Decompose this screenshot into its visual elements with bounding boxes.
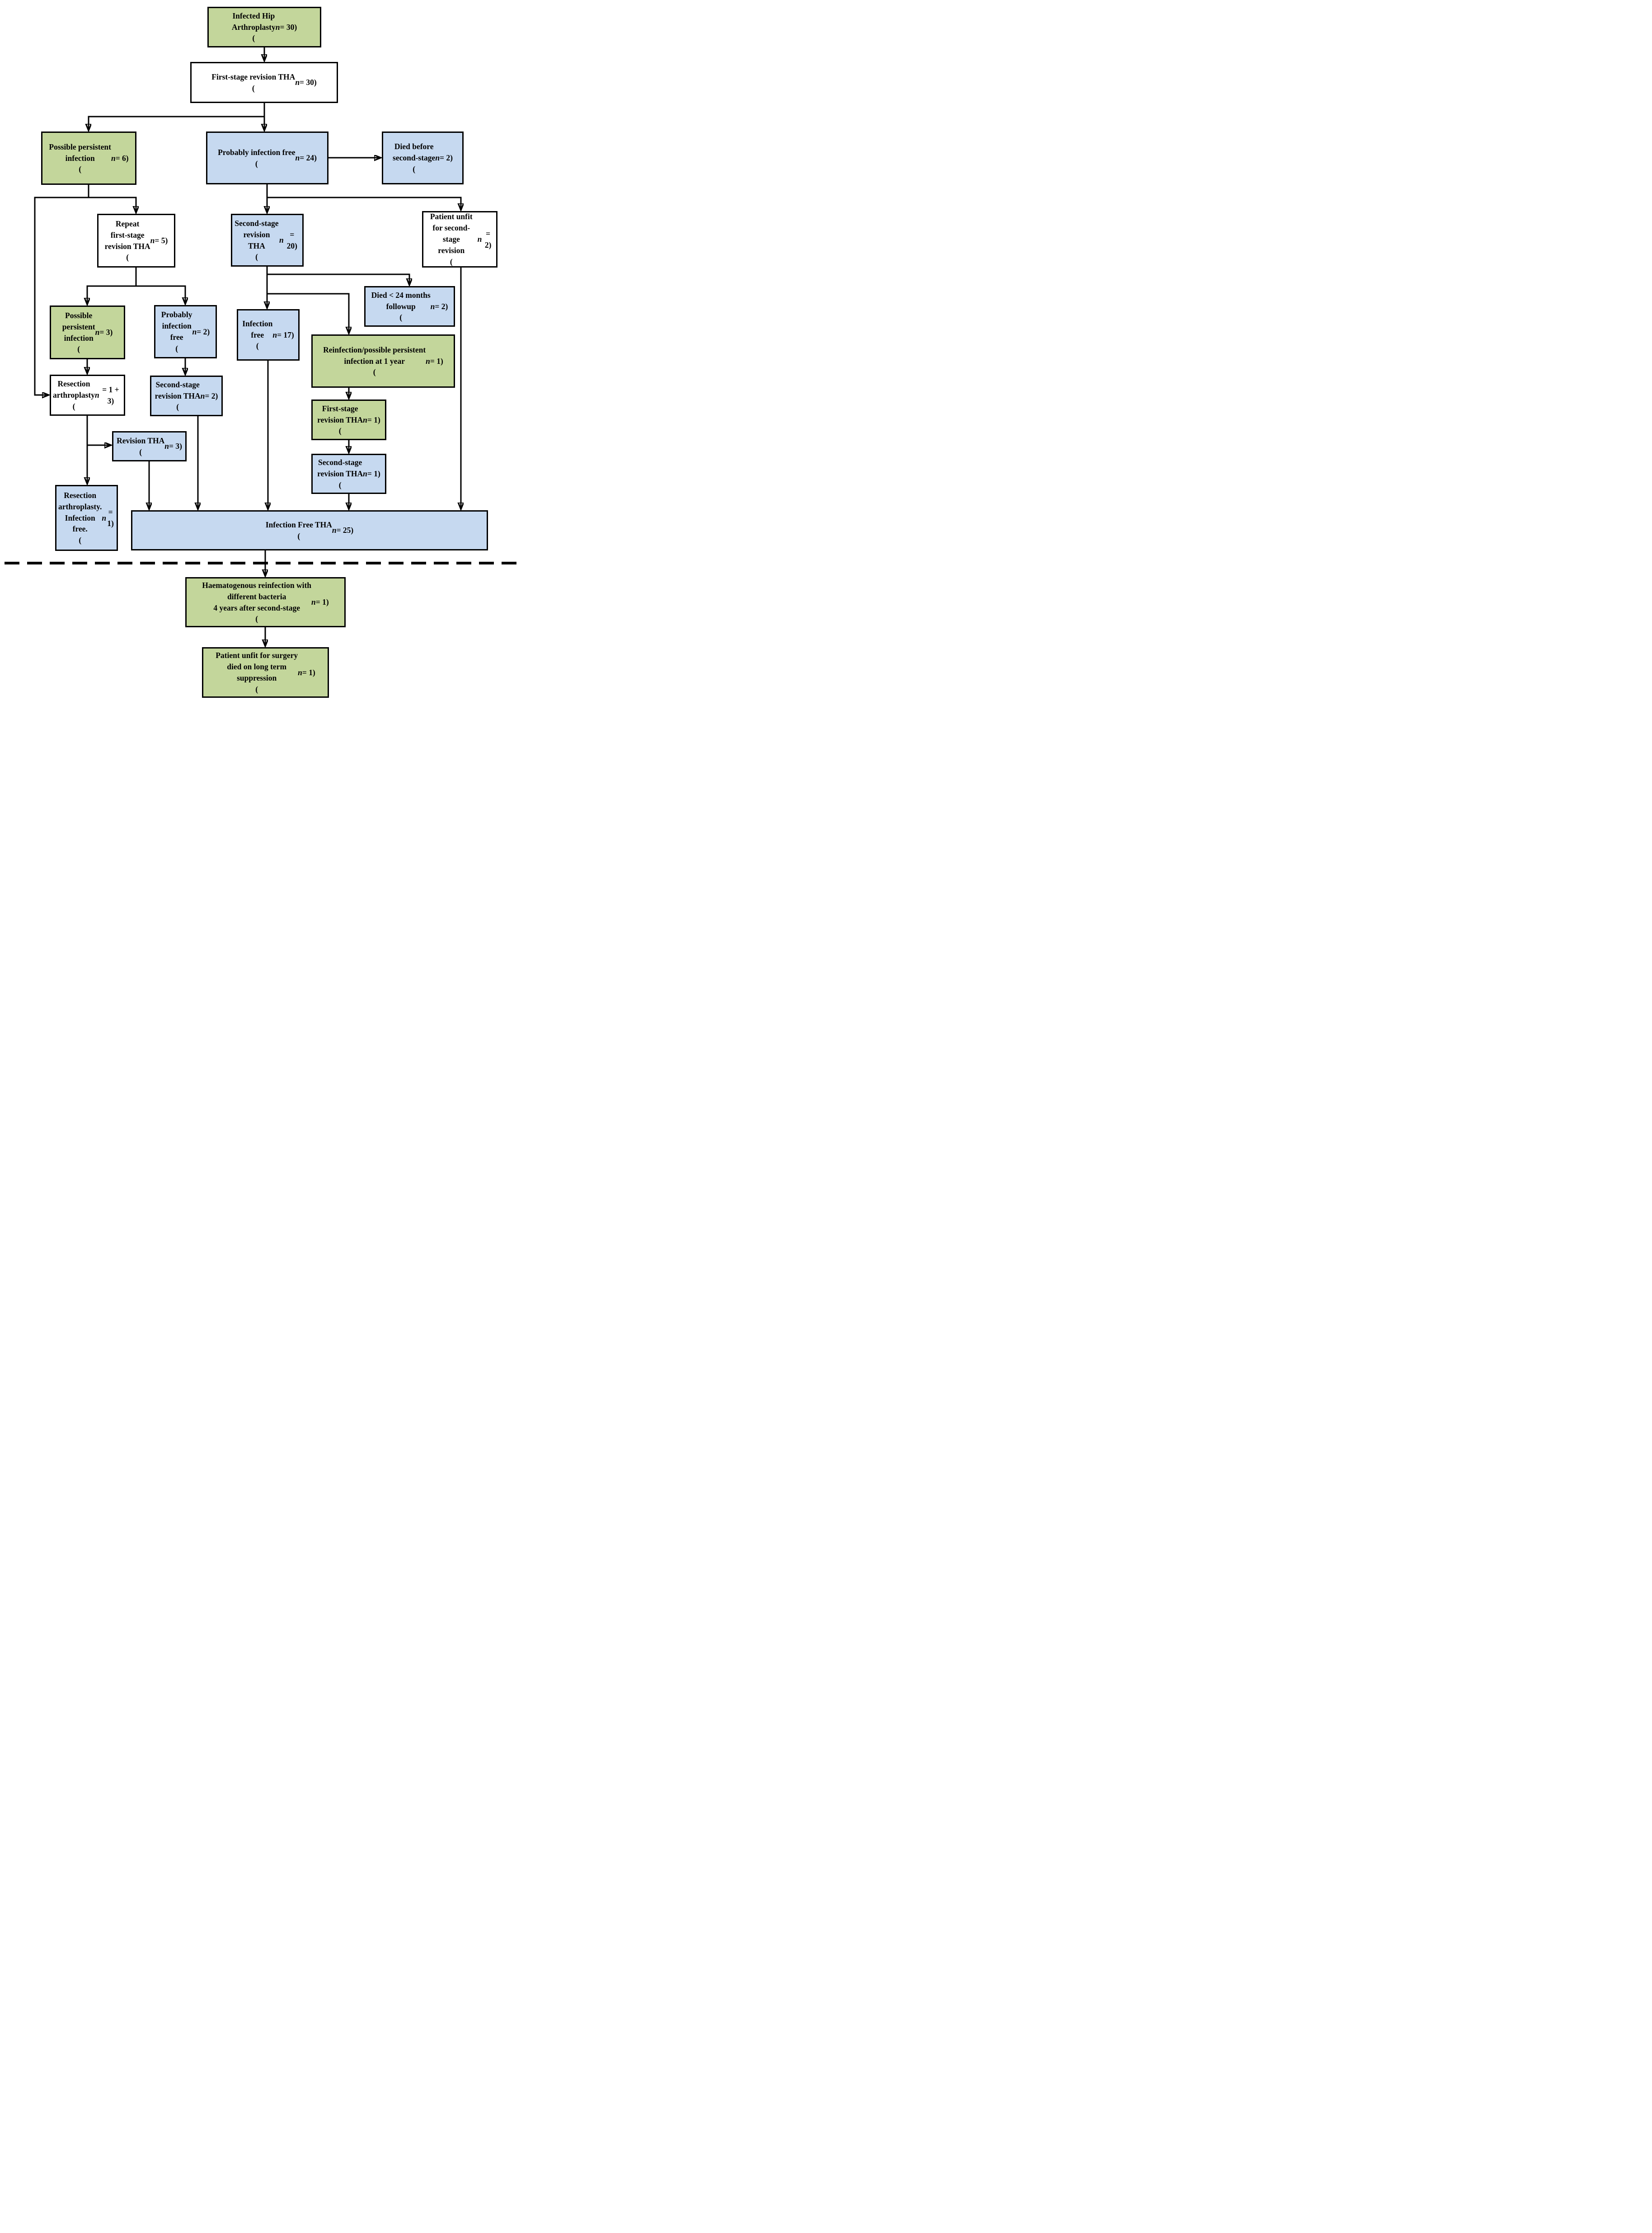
box-reinfection-possible-persistent-1-year: Reinfection/possible persistent infectio… [311,334,455,388]
arrow-second-stage-20-to-died-24 [267,273,409,285]
box-haematogenous-reinfection: Haematogenous reinfection with different… [185,577,346,627]
box-second-stage-revision-tha-2: Second-stage revision THA (n = 2) [150,376,223,416]
arrow-possible-persistent-to-resection [34,185,89,395]
arrow-probably-free-to-patient-unfit [267,197,461,210]
box-revision-tha-3: Revision THA (n = 3) [112,431,187,461]
box-infection-free-tha-25: Infection Free THA (n = 25) [131,510,488,550]
box-died-24-months-followup: Died < 24 months followup (n = 2) [364,286,455,327]
arrow-repeat-to-probably-free-2 [136,285,185,304]
box-first-stage-revision-tha-1: First-stage revision THA (n = 1) [311,400,386,440]
box-resection-arthroplasty: Resection arthroplasty (n = 1 + 3) [50,375,125,416]
box-probably-infection-free-24: Probably infection free (n = 24) [206,132,329,184]
box-resection-arthroplasty-infection-free: Resection arthroplasty. Infection free. … [55,485,118,551]
flowchart-canvas: Infected Hip Arthroplasty (n = 30) First… [0,0,524,709]
box-possible-persistent-infection-6: Possible persistent infection (n = 6) [41,132,136,185]
arrow-possible-persistent-to-repeat-first-stage [89,197,136,212]
arrow-repeat-to-possible-persistent-3 [87,268,137,304]
box-first-stage-revision-tha-30: First-stage revision THA (n = 30) [190,62,338,103]
box-second-stage-revision-tha-1: Second-stage revision THA (n = 1) [311,454,386,494]
box-infected-hip-arthroplasty: Infected Hip Arthroplasty (n = 30) [207,7,321,47]
box-second-stage-revision-tha-20: Second-stage revision THA (n = 20) [231,214,304,267]
arrow-second-stage-20-to-reinfection [267,293,349,333]
box-patient-unfit-for-surgery: Patient unfit for surgery died on long t… [202,647,329,698]
box-probably-infection-free-2: Probably infection free (n = 2) [154,305,217,358]
arrow-first-stage-to-possible-persistent [89,116,264,130]
box-died-before-second-stage: Died before second-stage (n = 2) [382,132,464,184]
connector-lines [5,47,520,709]
box-patient-unfit-for-second-stage-revision: Patient unfit for second-stage revision … [422,211,497,268]
box-infection-free-17: Infection free (n = 17) [237,309,300,361]
box-repeat-first-stage-revision-tha: Repeat first-stage revision THA (n = 5) [97,214,175,268]
box-possible-persistent-infection-3: Possible persistent infection (n = 3) [50,306,125,359]
